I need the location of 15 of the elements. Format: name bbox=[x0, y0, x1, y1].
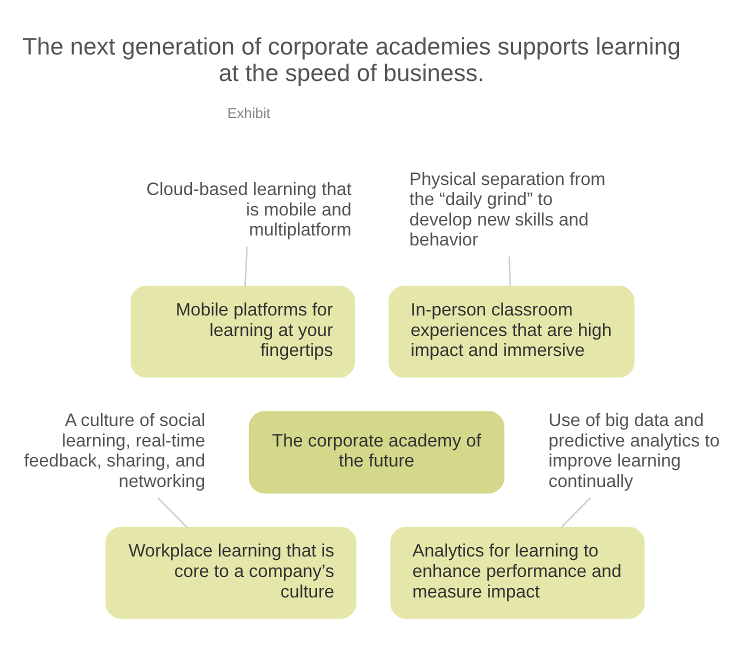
diagram-title: The next generation of corporate academies supports learning at the speed of business. bbox=[22, 33, 681, 86]
node-text: Use of big data and predictive analytics to improve learning continually bbox=[548, 409, 720, 490]
node-box: The corporate academy of the future bbox=[248, 410, 504, 493]
connector bbox=[508, 256, 511, 286]
label: Exhibit bbox=[227, 106, 270, 122]
node-box: Analytics for learning to enhance performance and measure impact bbox=[390, 526, 645, 618]
node-box: In-person classroom experiences that are high impact and immersive bbox=[388, 285, 634, 378]
node-box: Workplace learning that is core to a company’s culture bbox=[106, 526, 356, 618]
node-box: Mobile platforms for learning at your fingertips bbox=[130, 285, 356, 378]
node-text: Physical separation from the “daily grind” to develop new skills and behavior bbox=[409, 168, 606, 250]
node-text: Cloud-based learning that is mobile and multiplatform bbox=[146, 178, 352, 240]
connector bbox=[157, 496, 188, 528]
connector bbox=[244, 246, 248, 286]
connector bbox=[560, 496, 592, 528]
node-text: A culture of social learning, real-time feedback, sharing, and networking bbox=[24, 409, 206, 490]
